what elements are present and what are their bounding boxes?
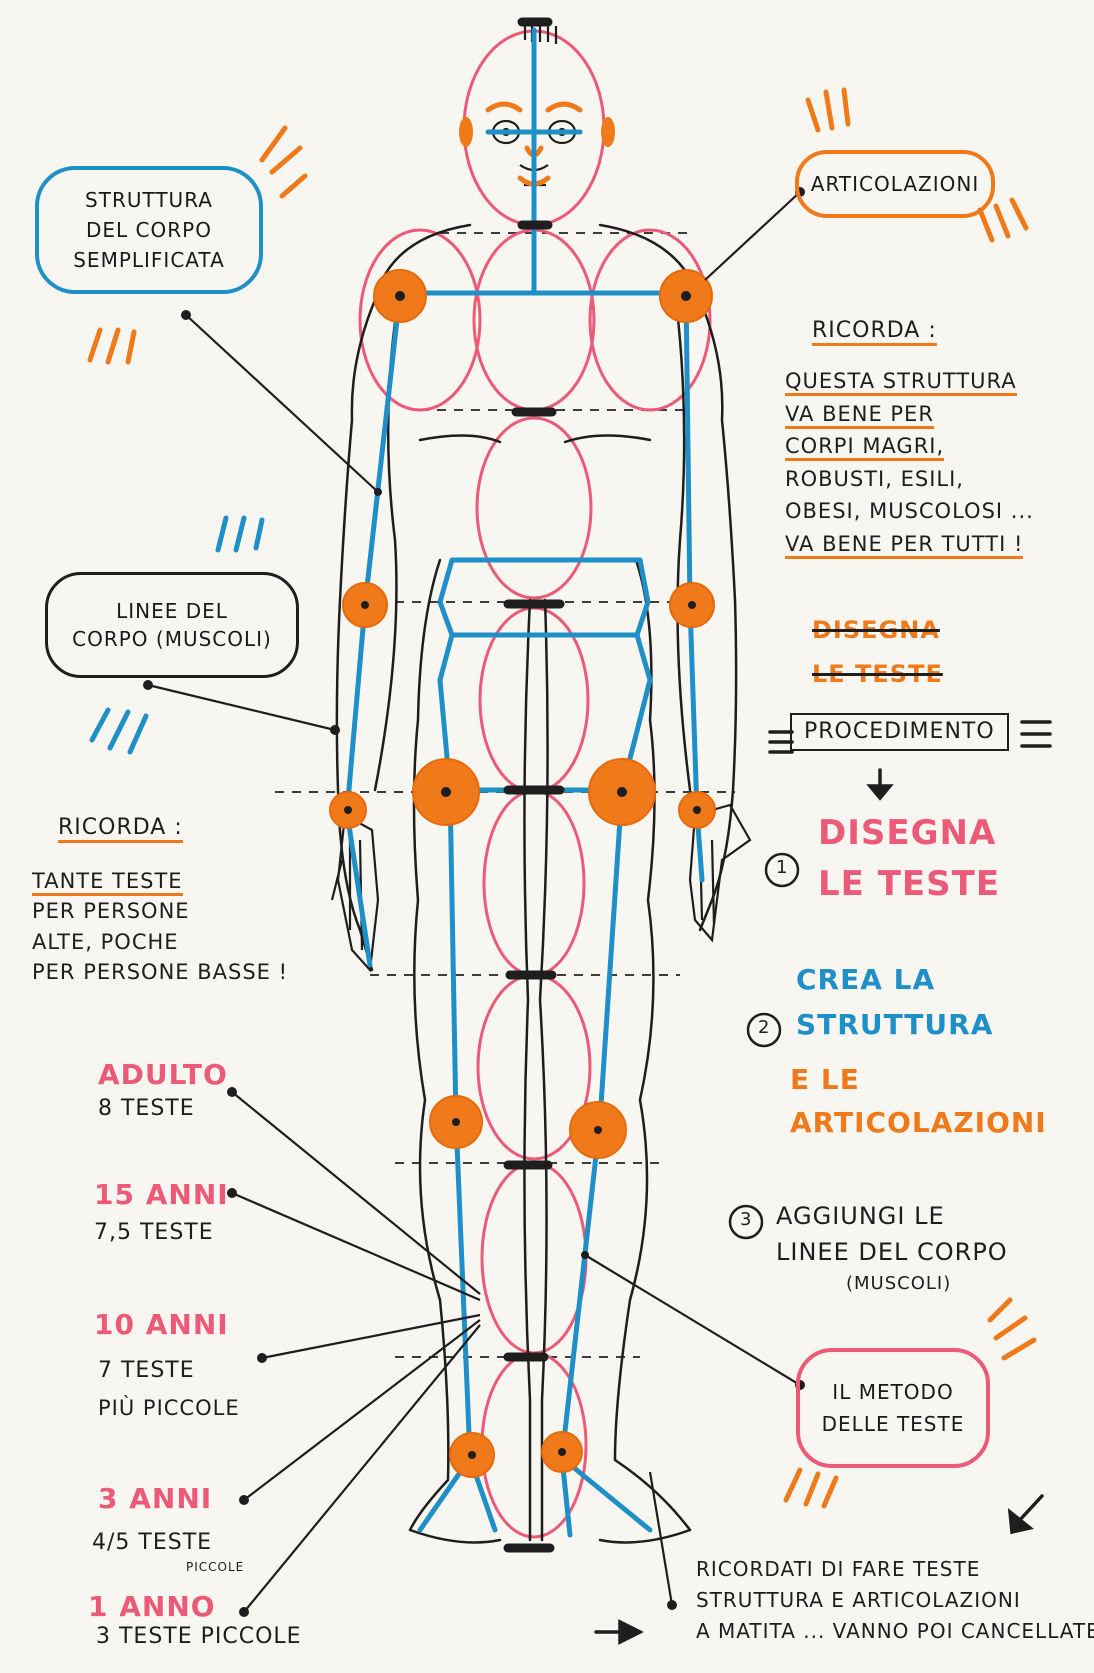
- decorative-hatches: [87, 87, 1037, 1509]
- ricorda-left-heading-text: RICORDA :: [58, 815, 183, 843]
- ricorda-left-line2: PER PERSONE: [32, 899, 190, 924]
- crossed-disegna: DISEGNA: [812, 616, 940, 644]
- callout-struttura-line2: DEL CORPO: [86, 218, 212, 242]
- age-10-anni-heads: 7 TESTE: [98, 1358, 195, 1383]
- step1-number: 1: [776, 857, 789, 878]
- ricorda-right-line1: QUESTA STRUTTURA: [785, 369, 1017, 396]
- age-1-anno: 1 ANNO: [88, 1590, 216, 1623]
- step2-blue-line2: STRUTTURA: [796, 1007, 994, 1041]
- callout-struttura-line1: STRUTTURA: [85, 188, 213, 212]
- age-adulto: ADULTO: [98, 1058, 228, 1091]
- callout-struttura: STRUTTURA DEL CORPO SEMPLIFICATA: [35, 166, 263, 294]
- age-3-anni-heads: 4/5 TESTE: [92, 1530, 213, 1555]
- callout-metodo-line1: IL METODO: [832, 1380, 954, 1404]
- age-adulto-heads: 8 TESTE: [98, 1096, 195, 1121]
- bottom-note-line3: A MATITA ... VANNO POI CANCELLATE !: [696, 1619, 1094, 1643]
- callout-linee-line1: LINEE DEL: [116, 599, 228, 623]
- body-outline: [335, 223, 738, 1544]
- crossed-le-teste: LE TESTE: [812, 660, 943, 688]
- ricorda-right-line6: VA BENE PER TUTTI !: [785, 531, 1024, 559]
- ricorda-left-line4: PER PERSONE BASSE !: [32, 960, 289, 985]
- step-number-circles: [728, 852, 800, 1240]
- step2-orange-line2: ARTICOLAZIONI: [790, 1106, 1047, 1140]
- step2-orange-line1: E LE: [790, 1063, 860, 1096]
- age-10-anni-extra: PIÙ PICCOLE: [98, 1396, 240, 1420]
- ricorda-right-heading-text: RICORDA :: [812, 318, 937, 346]
- callout-metodo-line2: DELLE TESTE: [821, 1412, 965, 1436]
- ricorda-left-line3: ALTE, POCHE: [32, 929, 179, 954]
- step2-number: 2: [758, 1017, 771, 1038]
- age-10-anni: 10 ANNI: [94, 1308, 229, 1341]
- procedimento-title: PROCEDIMENTO: [790, 713, 1009, 751]
- bottom-note-line2: STRUTTURA E ARTICOLAZIONI: [696, 1588, 1021, 1612]
- ricorda-right-body: QUESTA STRUTTURA VA BENE PER CORPI MAGRI…: [785, 365, 1034, 560]
- ricorda-left-heading: RICORDA :: [58, 815, 183, 843]
- joint-centers: [344, 291, 701, 1459]
- bottom-note: RICORDATI DI FARE TESTE STRUTTURA E ARTI…: [696, 1554, 1094, 1647]
- step3-line3: (MUSCOLI): [846, 1273, 952, 1294]
- callout-linee-corpo: LINEE DEL CORPO (MUSCOLI): [45, 572, 299, 678]
- joint-bars: [503, 17, 565, 1553]
- callout-struttura-line3: SEMPLIFICATA: [73, 248, 225, 272]
- callout-linee-line2: CORPO (MUSCOLI): [72, 627, 272, 651]
- ricorda-left-body: TANTE TESTE PER PERSONE ALTE, POCHE PER …: [32, 866, 288, 988]
- step3-line1: AGGIUNGI LE: [776, 1202, 945, 1230]
- age-15-anni: 15 ANNI: [94, 1178, 229, 1211]
- ricorda-right-line5: OBESI, MUSCOLOSI ...: [785, 499, 1034, 524]
- step2-blue-line1: CREA LA: [796, 963, 936, 996]
- face-color-accents: [459, 101, 615, 187]
- callout-articolazioni-label: ARTICOLAZIONI: [810, 172, 980, 196]
- age-15-anni-heads: 7,5 TESTE: [94, 1220, 214, 1245]
- step3-text: AGGIUNGI LE LINEE DEL CORPO (MUSCOLI): [776, 1198, 1008, 1297]
- step3-number: 3: [740, 1209, 753, 1230]
- ricorda-left-line1: TANTE TESTE: [32, 869, 183, 896]
- step1-line2: LE TESTE: [818, 864, 1001, 904]
- age-1-anno-heads: 3 TESTE PICCOLE: [96, 1624, 302, 1649]
- age-3-anni: 3 ANNI: [98, 1482, 213, 1515]
- bottom-note-line1: RICORDATI DI FARE TESTE: [696, 1557, 981, 1581]
- ricorda-right-line4: ROBUSTI, ESILI,: [785, 466, 964, 491]
- callout-articolazioni: ARTICOLAZIONI: [795, 150, 995, 218]
- step1-text: DISEGNA LE TESTE: [818, 808, 1000, 910]
- step1-line1: DISEGNA: [818, 813, 997, 853]
- age-3-anni-extra: PICCOLE: [186, 1560, 245, 1574]
- hands: [330, 803, 752, 973]
- leader-lines: [147, 191, 801, 1613]
- step2-orange-text: E LE ARTICOLAZIONI: [790, 1058, 1047, 1145]
- arrows: [594, 720, 1052, 1645]
- skeleton-structure: [344, 27, 705, 1538]
- step2-blue-text: CREA LA STRUTTURA: [796, 958, 993, 1048]
- ricorda-right-line3: CORPI MAGRI,: [785, 434, 945, 462]
- ricorda-right-line2: VA BENE PER: [785, 401, 934, 429]
- articulation-joints: [329, 269, 716, 1478]
- callout-metodo-teste: IL METODO DELLE TESTE: [796, 1348, 990, 1468]
- ricorda-right-heading: RICORDA :: [812, 318, 937, 346]
- step3-line2: LINEE DEL CORPO: [776, 1238, 1008, 1266]
